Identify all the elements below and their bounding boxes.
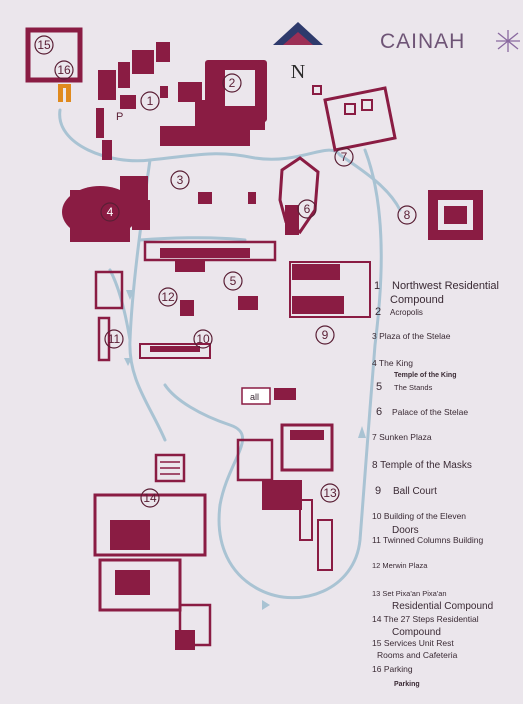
site-markers: [34, 35, 417, 508]
services-unit-building: [25, 27, 83, 83]
snowflake-icon: [496, 30, 520, 52]
legend-item-11: 11 Twinned Columns Building: [372, 535, 483, 545]
area-tag: all: [250, 392, 259, 402]
set-pixaan-residential-compound: [236, 423, 334, 571]
the-27-steps-residential-compound: [93, 453, 212, 650]
legend-num-5: 5: [376, 381, 382, 393]
legend-item-10: 10 Building of the Eleven: [372, 511, 466, 521]
palace-of-the-stelae: [278, 156, 320, 235]
marker-5: 5: [230, 274, 237, 288]
legend-item-3: 3 Plaza of the Stelae: [372, 331, 451, 341]
building-of-the-eleven-doors: [139, 343, 211, 359]
marker-12: 12: [161, 290, 175, 304]
north-label: N: [291, 61, 305, 83]
legend-item-7: 7 Sunken Plaza: [372, 432, 432, 442]
legend-item-13: 13 Set Pixa'an Pixa'an: [372, 589, 447, 598]
legend-item-13b: Residential Compound: [392, 601, 493, 612]
marker-10: 10: [196, 332, 210, 346]
the-stands: [143, 240, 277, 272]
northwest-residential-compound: [96, 42, 170, 160]
legend-item-1b: Compound: [390, 294, 444, 306]
marker-13: 13: [323, 486, 337, 500]
marker-2: 2: [229, 76, 236, 90]
legend-item-4b: Temple of the King: [394, 372, 456, 379]
marker-11: 11: [108, 332, 121, 346]
marker-9: 9: [322, 328, 329, 342]
legend-num-2: 2: [375, 306, 381, 318]
marker-14: 14: [143, 491, 157, 505]
marker-7: 7: [341, 150, 348, 164]
marker-15: 15: [37, 38, 51, 52]
legend-item-16: 16 Parking: [372, 664, 413, 674]
legend-item-14: 14 The 27 Steps Residential: [372, 614, 479, 624]
legend-item-12: 12 Merwin Plaza: [372, 561, 428, 570]
legend-item-4: 4 The King: [372, 358, 413, 368]
legend-item-8: 8 Temple of the Masks: [372, 460, 472, 471]
legend-item-15b: Rooms and Cafeteria: [377, 650, 458, 660]
legend: 1 Northwest Residential Compound 2 Acrop…: [372, 280, 499, 688]
legend-num-6: 6: [376, 406, 382, 418]
brand-logo: CAINAH: [380, 30, 465, 53]
legend-num-1: 1: [374, 280, 380, 292]
marker-4: 4: [107, 205, 114, 219]
legend-item-16b: Parking: [394, 681, 420, 688]
temple-of-the-king: [62, 176, 150, 242]
legend-item-5: The Stands: [394, 383, 433, 392]
parking-marker: P: [116, 111, 123, 123]
marker-1: 1: [147, 94, 154, 108]
legend-item-2: Acropolis: [390, 308, 423, 317]
legend-item-6: Palace of the Stelae: [392, 407, 468, 417]
legend-item-14b: Compound: [392, 627, 441, 638]
sunken-plaza: [323, 86, 397, 152]
marker-16: 16: [57, 63, 71, 77]
marker-8: 8: [404, 208, 411, 222]
acropolis: [160, 60, 267, 146]
marker-6: 6: [304, 202, 311, 216]
temple-of-the-masks: [428, 190, 483, 240]
marker-3: 3: [177, 173, 184, 187]
entrance-icon: [58, 84, 71, 102]
legend-item-15: 15 Services Unit Rest: [372, 638, 454, 648]
legend-item-10b: Doors: [392, 525, 419, 536]
legend-item-1: Northwest Residential: [392, 280, 499, 292]
legend-item-9: Ball Court: [393, 486, 437, 497]
legend-num-9: 9: [375, 485, 381, 497]
north-arrow-icon: [273, 22, 323, 45]
ball-court: [289, 261, 371, 318]
twinned-columns-building: [94, 270, 124, 362]
